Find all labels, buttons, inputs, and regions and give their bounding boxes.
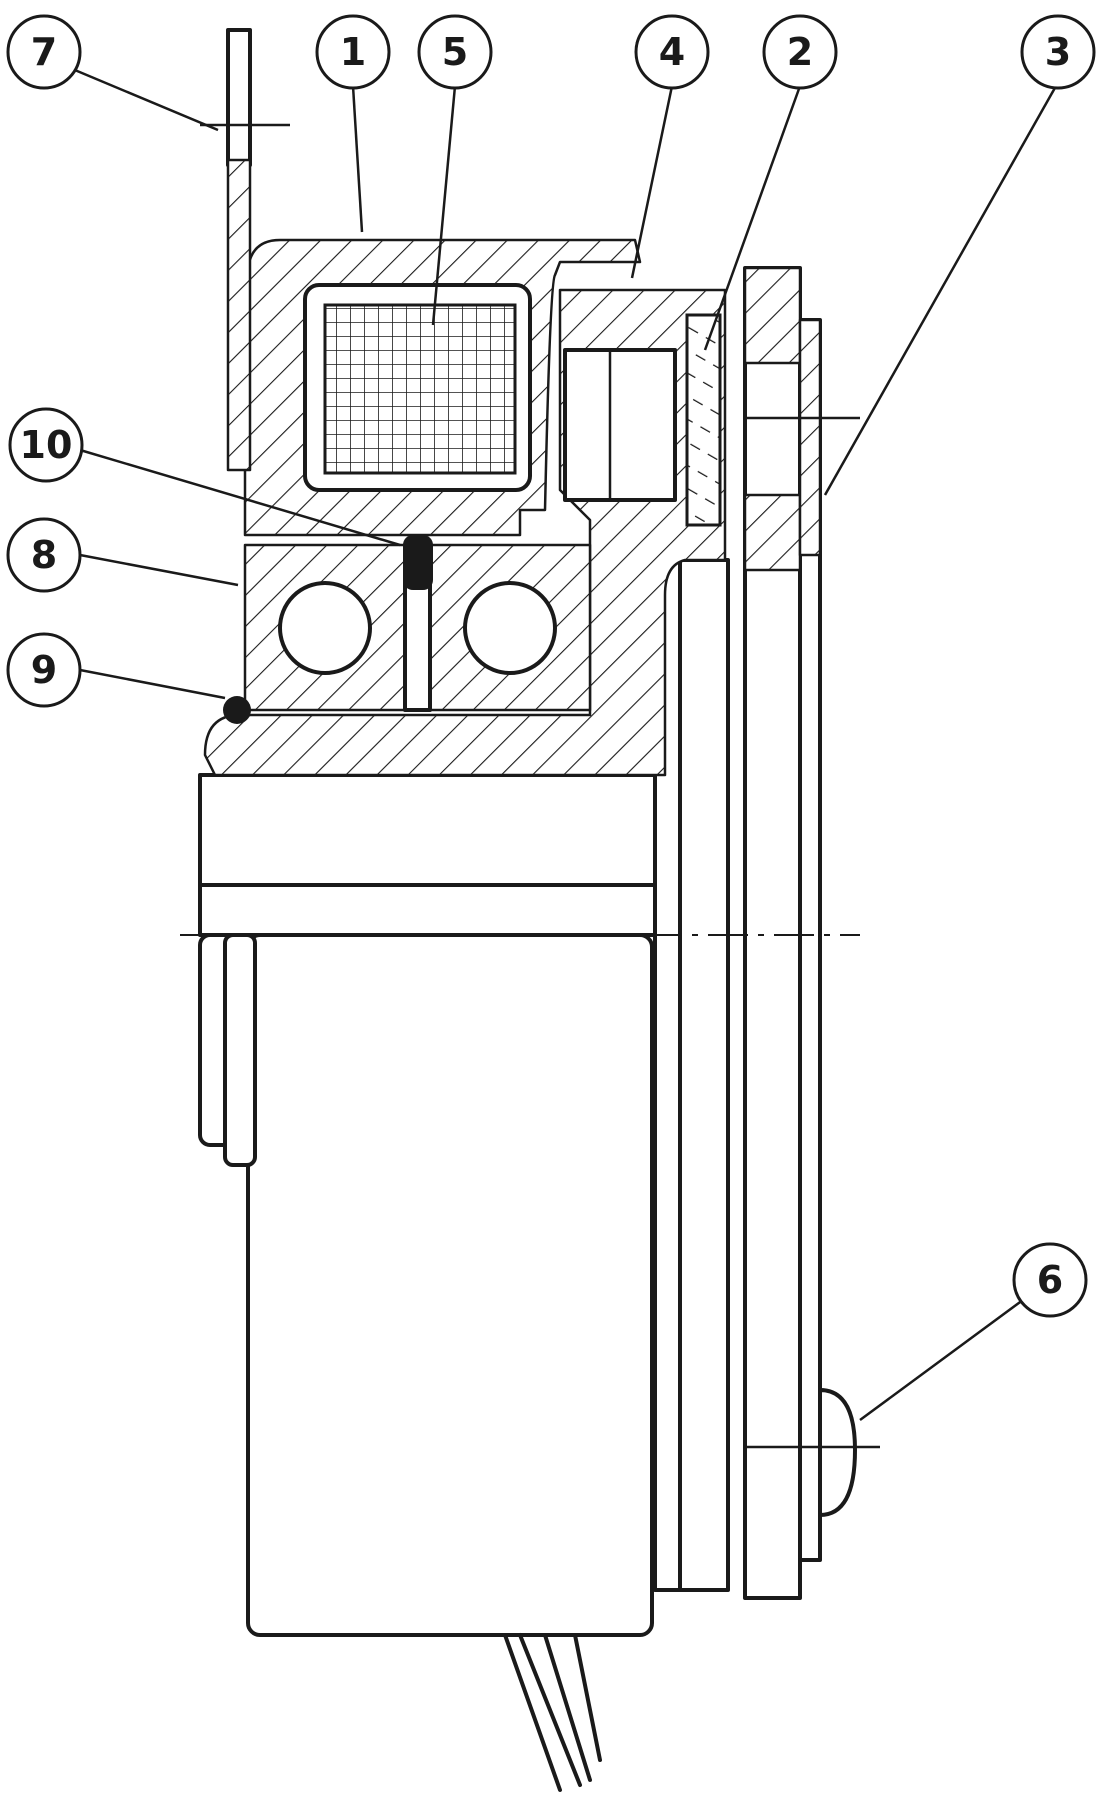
hub-lower (198, 773, 672, 937)
callout-1: 1 (315, 14, 391, 90)
callout-8: 8 (6, 517, 82, 593)
svg-text:7: 7 (31, 30, 57, 74)
callout-6: 6 (1012, 1242, 1088, 1318)
svg-text:5: 5 (442, 30, 468, 74)
callout-7: 7 (6, 14, 82, 90)
leader-lines (69, 66, 1058, 1422)
callout-9: 9 (6, 632, 82, 708)
mounting-plate-part-7 (226, 28, 252, 472)
disc-top (743, 266, 822, 572)
svg-text:6: 6 (1037, 1258, 1063, 1302)
set-screw-part-10 (403, 535, 433, 590)
center-lines (180, 123, 880, 1449)
svg-text:3: 3 (1045, 30, 1071, 74)
rivet-part-6 (818, 1388, 857, 1517)
callout-10: 10 (8, 407, 84, 483)
friction-lining-part-2 (685, 313, 722, 527)
seal-part-9 (223, 696, 251, 724)
cable (503, 1633, 602, 1792)
bearing-part-8 (243, 543, 592, 712)
nut (563, 348, 677, 502)
callout-5: 5 (417, 14, 493, 90)
callout-3: 3 (1020, 14, 1096, 90)
motor-body (198, 933, 654, 1637)
svg-text:4: 4 (659, 30, 685, 74)
callout-2: 2 (762, 14, 838, 90)
svg-text:10: 10 (20, 423, 73, 467)
callout-4: 4 (634, 14, 710, 90)
svg-text:2: 2 (787, 30, 813, 74)
svg-text:8: 8 (31, 533, 57, 577)
svg-text:1: 1 (340, 30, 366, 74)
svg-text:9: 9 (31, 648, 57, 692)
coil-part-5 (303, 283, 532, 492)
